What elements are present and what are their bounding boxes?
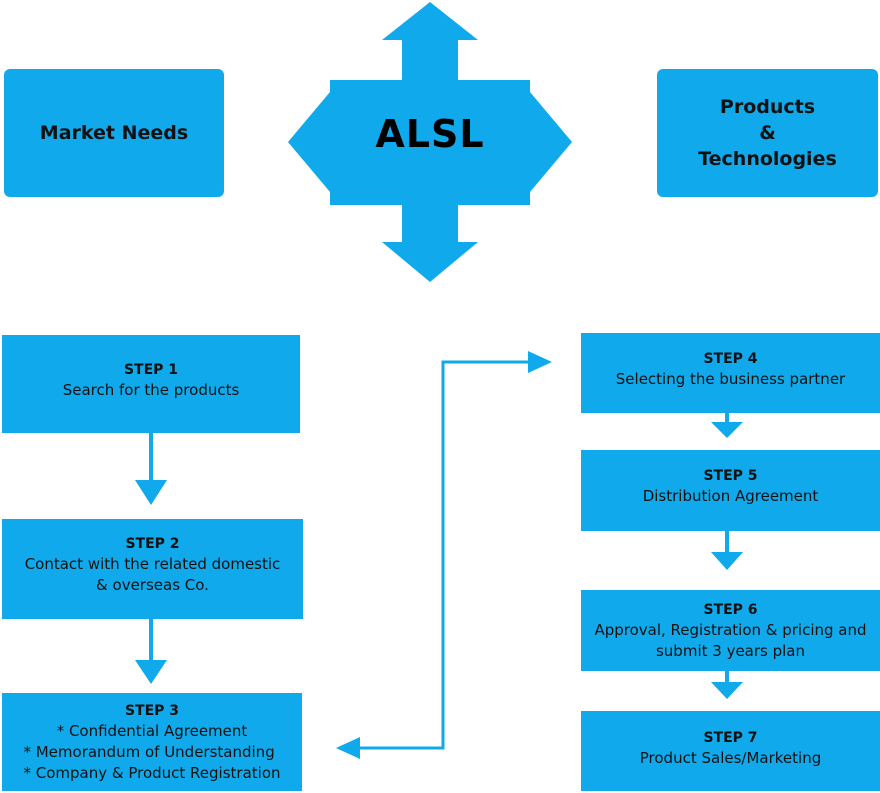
step-3-item: * Confidential Agreement <box>56 721 248 740</box>
products-label-line-1: Products <box>719 96 816 118</box>
arrow-step3-to-step4 <box>336 351 552 759</box>
step-3-box: STEP 3 * Confidential Agreement * Memora… <box>2 693 302 791</box>
step-5-box: STEP 5 Distribution Agreement <box>581 450 880 531</box>
step-1-box: STEP 1 Search for the products <box>2 335 300 433</box>
step-7-box: STEP 7 Product Sales/Marketing <box>581 711 880 791</box>
arrow-step1-to-step2 <box>135 433 167 505</box>
step-6-text-line-2: submit 3 years plan <box>655 641 806 660</box>
products-label-line-3: Technologies <box>698 148 837 170</box>
step-5-text: Distribution Agreement <box>642 487 819 505</box>
step-6-text-line-1: Approval, Registration & pricing and <box>594 620 867 639</box>
step-2-text-line-2: & overseas Co. <box>96 576 209 594</box>
step-7-text: Product Sales/Marketing <box>639 748 822 767</box>
arrow-step4-to-step5 <box>711 413 743 438</box>
step-5-title: STEP 5 <box>703 468 758 484</box>
step-2-box: STEP 2 Contact with the related domestic… <box>2 519 303 619</box>
step-3-item: * Company & Product Registration <box>23 763 281 782</box>
step-1-title: STEP 1 <box>123 361 179 378</box>
arrow-step5-to-step6 <box>711 531 743 570</box>
products-technologies-box: Products & Technologies <box>657 69 878 197</box>
market-needs-box: Market Needs <box>4 69 224 197</box>
step-2-title: STEP 2 <box>125 536 180 552</box>
market-needs-label: Market Needs <box>39 122 189 144</box>
step-6-box: STEP 6 Approval, Registration & pricing … <box>581 590 880 671</box>
step-3-item: * Memorandum of Understanding <box>23 742 275 761</box>
step-4-title: STEP 4 <box>703 350 758 367</box>
products-label-line-2: & <box>759 122 776 144</box>
step-3-list: * Confidential Agreement * Memorandum of… <box>23 721 280 784</box>
step-4-box: STEP 4 Selecting the business partner <box>581 333 880 413</box>
step-3-title: STEP 3 <box>124 702 180 719</box>
step-1-text: Search for the products <box>62 380 240 399</box>
four-way-arrow-icon <box>288 2 572 282</box>
arrow-step6-to-step7 <box>711 671 743 699</box>
step-6-title: STEP 6 <box>703 601 758 618</box>
step-4-text: Selecting the business partner <box>615 369 846 388</box>
step-7-title: STEP 7 <box>703 729 758 746</box>
arrow-step2-to-step3 <box>135 619 167 684</box>
step-2-text-line-1: Contact with the related domestic <box>24 555 281 573</box>
center-label: ALSL <box>375 112 485 156</box>
